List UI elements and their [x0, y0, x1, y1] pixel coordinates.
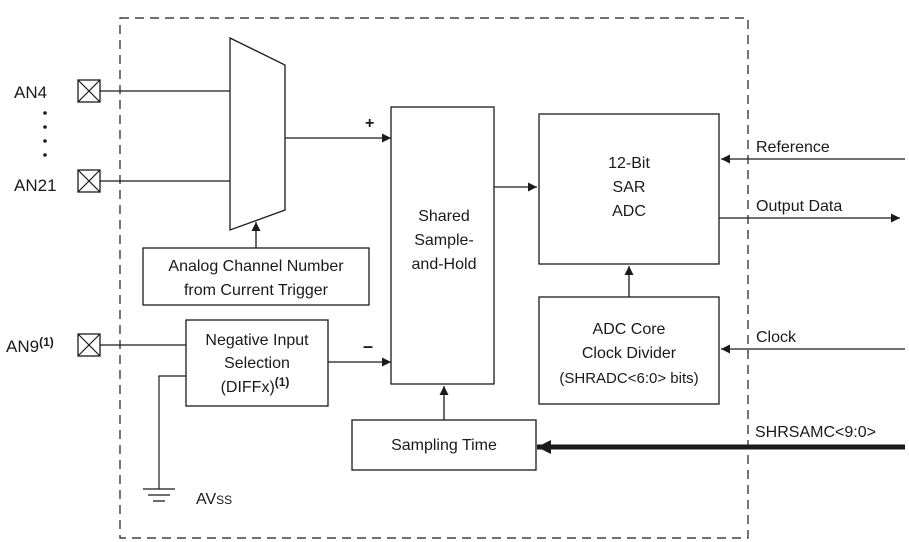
negative-input-line3: (DIFFx)(1) — [221, 375, 290, 396]
mux-control-line2: from Current Trigger — [184, 282, 329, 299]
mux-control-line1: Analog Channel Number — [168, 258, 344, 275]
sh-plus-sign: + — [365, 115, 374, 132]
pin-an4-label: AN4 — [14, 83, 47, 102]
negative-input-line2: Selection — [224, 355, 290, 372]
ground-label: AVSS — [196, 491, 232, 508]
analog-multiplexer — [229, 36, 286, 231]
clock-divider-box — [538, 296, 720, 405]
pin-an4: AN4 — [14, 79, 101, 103]
negative-input-line1: Negative Input — [205, 332, 309, 349]
sample-hold-line1: Shared — [418, 208, 470, 225]
pin-an21-label: AN21 — [14, 176, 57, 195]
module-boundary — [119, 17, 749, 539]
ground-icon — [143, 488, 175, 502]
sample-hold-line2: Sample- — [414, 232, 474, 249]
sampling-time-label: Sampling Time — [391, 437, 497, 454]
adc-box — [538, 113, 720, 265]
pin-an9-label: AN9(1) — [6, 335, 54, 356]
clock-label: Clock — [756, 329, 797, 346]
pin-ellipsis-dots — [43, 111, 47, 157]
pin-an21: AN21 — [14, 169, 101, 195]
clock-divider-line3: (SHRADC<6:0> bits) — [559, 370, 698, 387]
mux-control-box — [142, 247, 370, 306]
clock-divider-line2: Clock Divider — [582, 345, 677, 362]
sh-minus-sign: – — [363, 336, 373, 356]
sample-hold-box — [390, 106, 495, 385]
shrsamc-label: SHRSAMC<9:0> — [755, 424, 876, 441]
adc-line1: 12-Bit — [608, 155, 650, 172]
sample-hold-line3: and-Hold — [412, 256, 477, 273]
clock-divider-line1: ADC Core — [593, 321, 666, 338]
adc-line3: ADC — [612, 203, 646, 220]
wire-ground — [158, 375, 186, 489]
pin-an9: AN9(1) — [6, 333, 101, 357]
reference-label: Reference — [756, 139, 830, 156]
adc-line2: SAR — [613, 179, 646, 196]
negative-input-box — [185, 319, 329, 407]
output-data-label: Output Data — [756, 198, 842, 215]
